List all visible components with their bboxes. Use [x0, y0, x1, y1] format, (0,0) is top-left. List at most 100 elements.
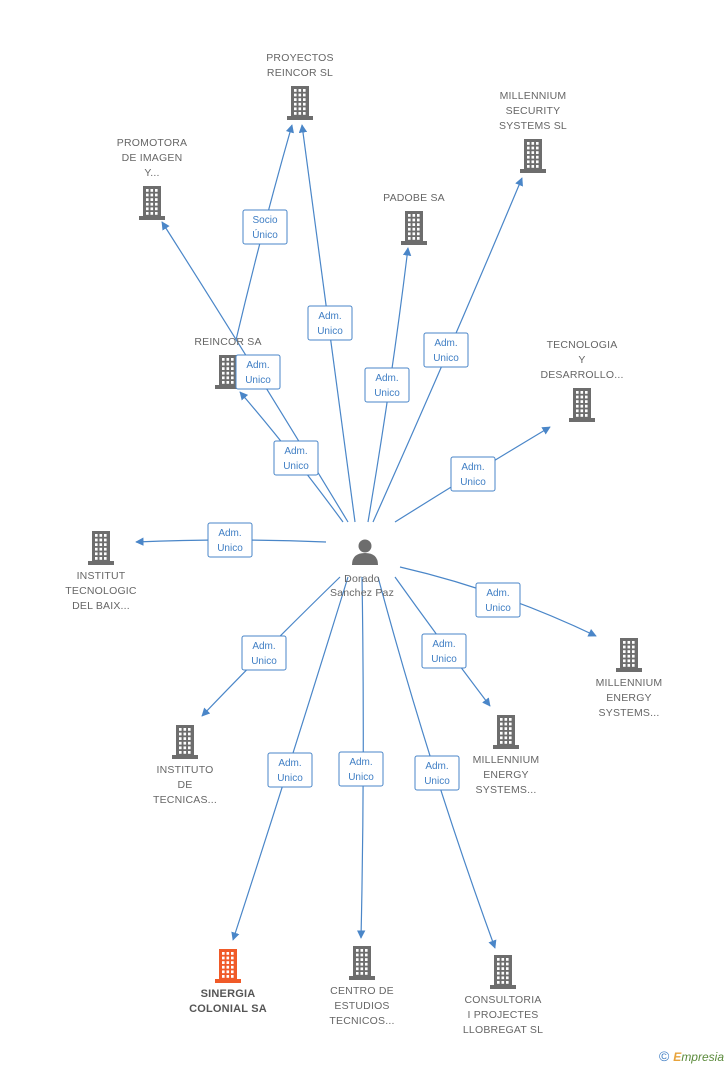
relation-badge-text: Unico — [251, 656, 277, 667]
building-icon — [569, 388, 595, 422]
relation-badge-text: Unico — [348, 772, 374, 783]
company-name-label: DE — [178, 779, 193, 791]
relation-badge-text: Unico — [245, 375, 271, 386]
company-name-label: Y... — [144, 167, 159, 179]
relation-badge-text: Adm. — [425, 761, 448, 772]
relation-badge[interactable]: Adm.Unico — [475, 582, 521, 618]
company-node-promotora[interactable]: PROMOTORA DE IMAGEN Y... — [117, 137, 187, 220]
relation-badge-text: Unico — [424, 776, 450, 787]
relation-badge-text: Adm. — [318, 311, 341, 322]
company-name-label: REINCOR SA — [194, 336, 261, 348]
company-node-instituto[interactable]: INSTITUTO DE TECNICAS... — [153, 725, 217, 806]
company-name-label: CENTRO DE — [330, 985, 394, 997]
company-name-label: I PROJECTES — [467, 1009, 538, 1021]
person-name-label: Sanchez Paz — [330, 587, 394, 599]
relation-badge-text: Adm. — [434, 338, 457, 349]
relation-badge-text: Unico — [433, 353, 459, 364]
company-node-reincor[interactable]: REINCOR SA — [194, 336, 261, 389]
relation-badge-text: Unico — [277, 773, 303, 784]
relation-badge-text: Adm. — [278, 758, 301, 769]
company-name-label: PROMOTORA — [117, 137, 187, 149]
company-name-label: SYSTEMS... — [476, 784, 537, 796]
relation-badge[interactable]: Adm.Unico — [364, 367, 410, 403]
company-name-label: MILLENNIUM — [500, 90, 567, 102]
company-node-millennium-security[interactable]: MILLENNIUM SECURITY SYSTEMS SL — [499, 90, 567, 173]
relation-badge[interactable]: Adm. Unico — [423, 332, 469, 368]
relation-badge[interactable]: Adm.Unico — [207, 522, 253, 558]
company-name-label: DESARROLLO... — [540, 369, 623, 381]
company-name-label: ENERGY — [483, 769, 529, 781]
company-name-label: DE IMAGEN — [122, 152, 183, 164]
building-icon — [172, 725, 198, 759]
building-icon — [215, 355, 241, 389]
building-icon — [349, 946, 375, 980]
company-name-label: ESTUDIOS — [334, 1000, 389, 1012]
relation-badge[interactable]: Adm. Unico — [338, 751, 384, 787]
company-name-label: REINCOR SL — [267, 67, 333, 79]
company-node-tecnologia[interactable]: TECNOLOGIA Y DESARROLLO... — [540, 339, 623, 422]
company-name-label: SECURITY — [506, 105, 561, 117]
relation-badge[interactable]: Adm. Unico — [235, 354, 281, 390]
company-name-label: DEL BAIX... — [72, 600, 130, 612]
building-icon — [520, 139, 546, 173]
building-icon — [401, 211, 427, 245]
company-name-label: INSTITUTO — [156, 764, 213, 776]
footer-brand[interactable]: ©Empresia — [659, 1048, 724, 1064]
person-icon — [352, 539, 378, 565]
person-name-label: Dorado — [344, 573, 380, 585]
building-icon — [215, 949, 241, 983]
building-icon — [287, 86, 313, 120]
relation-badge-text: Unico — [374, 388, 400, 399]
company-name-label: CONSULTORIA — [464, 994, 541, 1006]
relation-badge[interactable]: Adm. Unico — [241, 635, 287, 671]
relation-badge-text: Unico — [317, 326, 343, 337]
company-name-label: SYSTEMS SL — [499, 120, 567, 132]
company-name-label: SYSTEMS... — [599, 707, 660, 719]
company-name-label: TECNOLOGIC — [65, 585, 137, 597]
relation-badge-text: Adm. — [218, 528, 241, 539]
company-name-label: PADOBE SA — [383, 192, 445, 204]
relation-badge[interactable]: Adm. Unico — [267, 752, 313, 788]
building-icon — [88, 531, 114, 565]
company-name-label: MILLENNIUM — [473, 754, 540, 766]
building-icon — [139, 186, 165, 220]
building-icon — [493, 715, 519, 749]
relation-badge-text: Unico — [283, 461, 309, 472]
relation-badge-text: Unico — [460, 477, 486, 488]
relation-badge-text: Unico — [431, 654, 457, 665]
building-icon — [490, 955, 516, 989]
relation-badge-text: Único — [252, 228, 278, 241]
company-node-padobe[interactable]: PADOBE SA — [383, 192, 445, 245]
company-node-millennium-energy-1[interactable]: MILLENNIUMENERGYSYSTEMS... — [596, 638, 663, 719]
relation-badge-text: Adm. — [461, 462, 484, 473]
relation-badge[interactable]: Adm. Unico — [273, 440, 319, 476]
copyright-icon: © — [658, 1048, 670, 1064]
company-node-centro[interactable]: CENTRO DEESTUDIOSTECNICOS... — [329, 946, 394, 1027]
relation-badge[interactable]: Adm. Unico — [421, 633, 467, 669]
relation-badge[interactable]: Adm. Unico — [450, 456, 496, 492]
company-name-label: Y — [578, 354, 585, 366]
brand-name: mpresia — [681, 1050, 724, 1064]
company-name-label: TECNICAS... — [153, 794, 217, 806]
relation-badge[interactable]: Adm. Unico — [307, 305, 353, 341]
company-name-label: ENERGY — [606, 692, 652, 704]
relation-badge-text: Adm. — [284, 446, 307, 457]
relation-badge-text: Adm. — [432, 639, 455, 650]
company-node-institut[interactable]: INSTITUT TECNOLOGIC DEL BAIX... — [65, 531, 137, 612]
relation-badge-text: Adm. — [252, 641, 275, 652]
company-name-label: TECNOLOGIA — [547, 339, 618, 351]
relation-badge[interactable]: Adm. Unico — [414, 755, 460, 791]
relation-badge-text: Adm. — [349, 757, 372, 768]
company-node-millennium-energy-2[interactable]: MILLENNIUM ENERGY SYSTEMS... — [473, 715, 540, 796]
company-name-label: INSTITUT — [77, 570, 126, 582]
relation-badge-text: Adm. — [486, 588, 509, 599]
relation-badge-text: Socio — [252, 215, 277, 226]
relation-badge-text: Adm. — [246, 360, 269, 371]
company-name-label: SINERGIA — [201, 988, 256, 1000]
